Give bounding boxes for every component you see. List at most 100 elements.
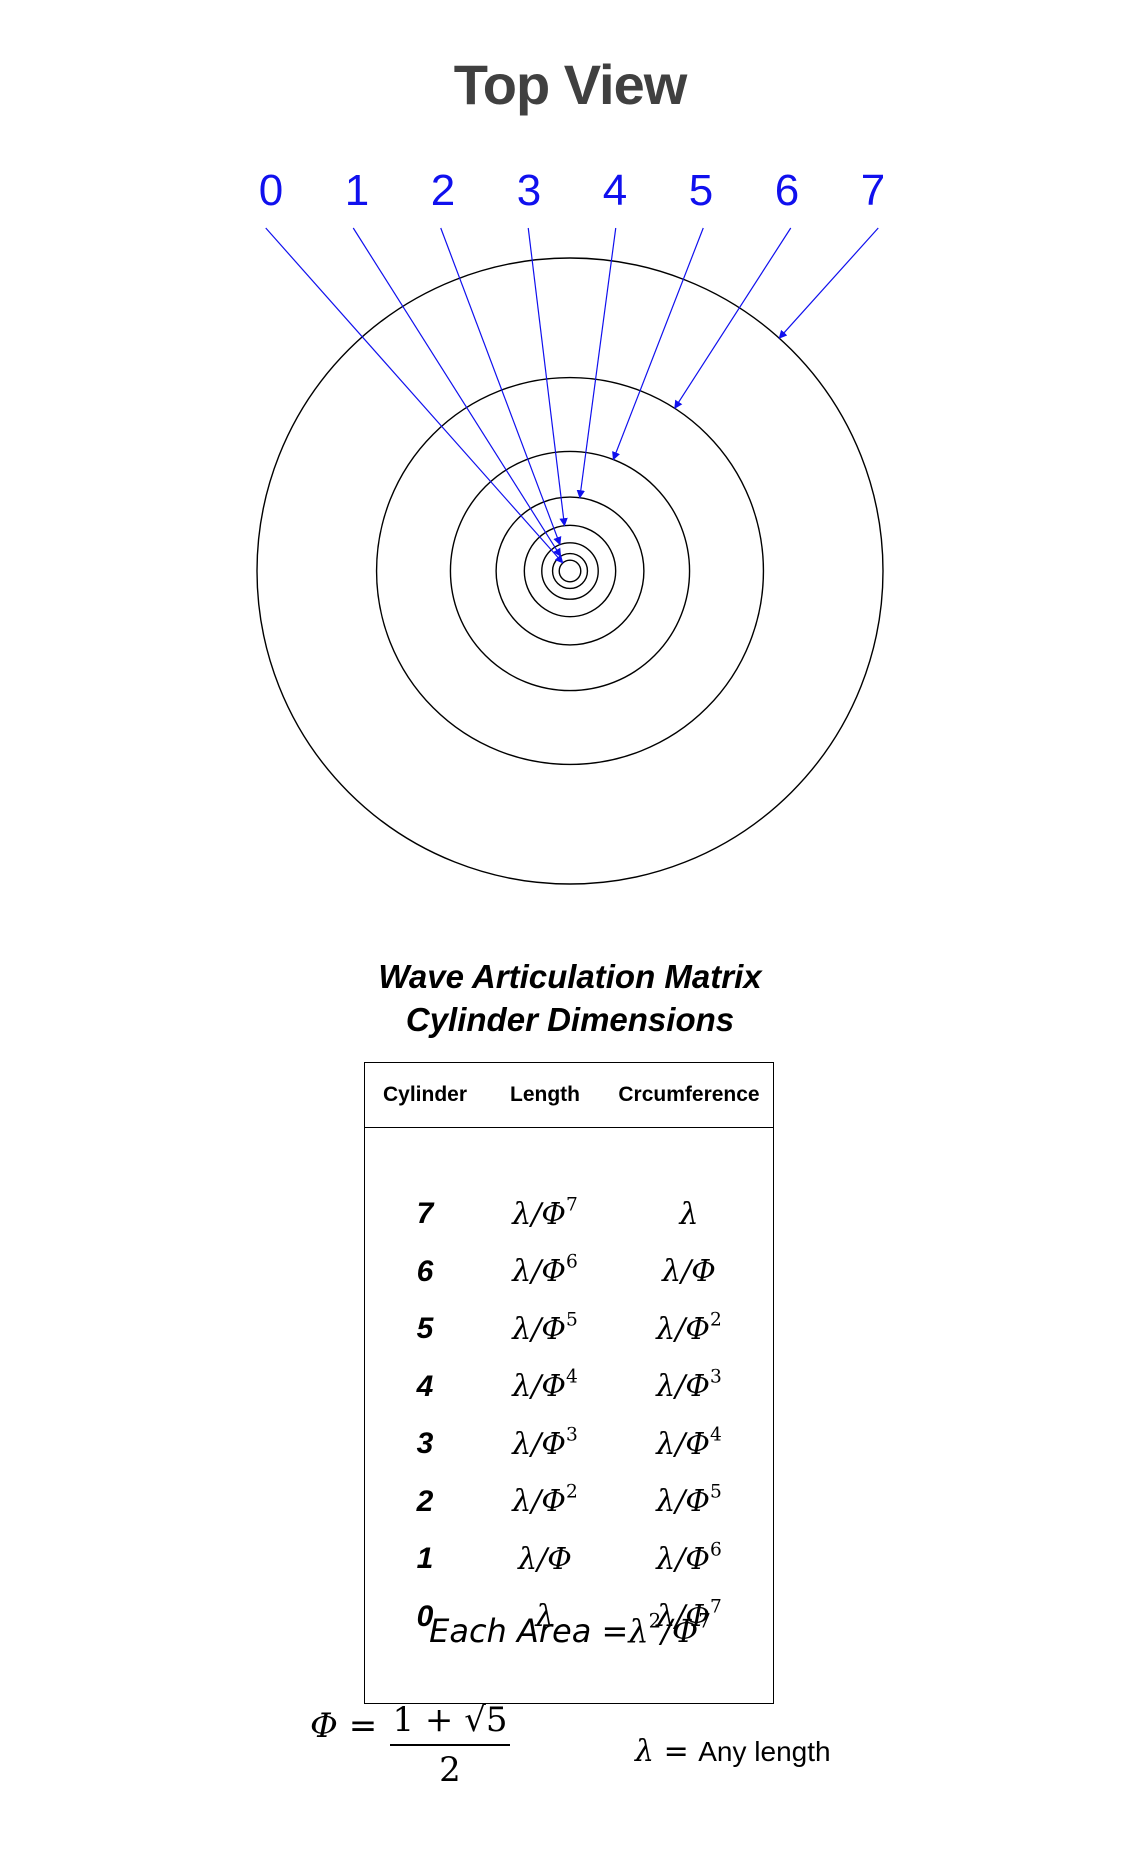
callout-label: 7 [861,166,885,215]
cylinder-number: 5 [416,1312,434,1346]
circ-base: λ/Φ [656,1484,710,1520]
area-lambda-exponent: 2 [648,1609,662,1633]
length-base: λ/Φ [512,1196,566,1232]
lambda-description: Any length [698,1736,831,1767]
lambda-equals: = [663,1734,689,1769]
callout-label: 3 [517,166,541,215]
cylinder-number: 2 [416,1484,434,1518]
header-cylinder: Cylinder [364,1062,485,1128]
callout-arrow [527,227,568,527]
callout-label: 6 [775,166,799,215]
length-cell: λ/Φ3 [485,1416,605,1474]
header-length: Length [485,1062,605,1128]
length-exponent: 3 [565,1424,578,1446]
phi-definition: Φ = [310,1706,377,1746]
length-base: λ/Φ [512,1311,566,1347]
callout-arrow [778,227,879,339]
area-phi-exponent: 7 [698,1609,711,1633]
cylinder-number: 0 [416,1599,434,1633]
cylinder-number: 1 [416,1542,434,1576]
callout-arrow [265,227,564,564]
concentric-circles [256,257,884,885]
area-slash-phi: /Φ [661,1612,699,1650]
circ-base: λ/Φ [656,1541,710,1577]
circumference-cell: λ/Φ2 [605,1301,774,1359]
circ-base: λ/Φ [656,1599,710,1635]
circ-exponent: 4 [709,1424,722,1446]
callout-arrow [352,227,562,558]
cylinder-number: 6 [416,1254,434,1288]
cylinder-number: 4 [416,1369,434,1403]
phi-equals: = [348,1706,378,1746]
callout-label: 2 [431,166,455,215]
circ-exponent: 5 [709,1481,722,1503]
length-cell: λ/Φ4 [485,1358,605,1416]
circumference-cell: λ/Φ4 [605,1416,774,1474]
length-exponent: 4 [565,1366,578,1388]
phi-denominator: 2 [439,1750,461,1790]
length-exponent: 2 [565,1481,578,1503]
length-base: λ/Φ [512,1254,566,1290]
diagram-title: Top View [453,53,688,116]
length-base: λ/Φ [512,1369,566,1405]
circ-base: λ [679,1196,699,1232]
length-base: λ/Φ [512,1426,566,1462]
circumference-cell: λ [605,1186,774,1244]
circ-base: λ/Φ [656,1369,710,1405]
matrix-title-line-2: Cylinder Dimensions [405,1001,735,1038]
callout-label: 5 [689,166,713,215]
length-cell: λ/Φ [485,1531,605,1589]
cylinder-number: 7 [416,1197,434,1231]
length-cell: λ [485,1588,605,1646]
circumference-cell: λ/Φ3 [605,1358,774,1416]
length-base: λ/Φ [518,1541,572,1577]
table-row: 0 λ λ/Φ7 [365,1588,774,1646]
circ-exponent: 7 [709,1596,722,1618]
cylinder-circle [375,376,765,766]
lambda-definition: λ = Any length [635,1734,831,1769]
circumference-cell: λ/Φ7 [605,1588,774,1646]
area-lambda: λ [628,1612,649,1650]
length-cell: λ/Φ2 [485,1473,605,1531]
cylinder-circle [523,524,617,618]
area-label: Each Area [429,1612,592,1650]
callout-arrow [440,227,562,546]
area-equals: = [601,1612,629,1650]
length-cell: λ/Φ5 [485,1301,605,1359]
circumference-cell: λ/Φ6 [605,1531,774,1589]
cylinder-circle [558,559,582,583]
length-base: λ/Φ [512,1484,566,1520]
cylinder-circle [541,542,599,600]
callout-label: 4 [603,166,627,215]
callout-label: 0 [259,166,283,215]
cylinder-circle [551,552,589,590]
matrix-title-line-1: Wave Articulation Matrix [378,958,762,995]
circ-base: λ/Φ [656,1426,710,1462]
header-circumference: Crcumference [605,1062,774,1128]
callout-arrow [612,227,704,461]
lambda-symbol: λ [635,1734,655,1769]
circumference-cell: λ/Φ5 [605,1473,774,1531]
cylinder-number: 3 [416,1427,434,1461]
phi-symbol: Φ [310,1706,338,1746]
callout-lines [265,227,879,564]
length-cell: λ/Φ7 [485,1186,605,1244]
cylinder-circle [256,257,884,885]
circ-base: λ/Φ [656,1311,710,1347]
circ-base: λ/Φ [662,1254,716,1290]
length-base: λ [535,1599,555,1635]
length-exponent: 7 [565,1194,578,1216]
phi-numerator: 1 + √5 [390,1700,510,1746]
area-formula: Each Area =λ2/Φ7 [0,1609,1140,1650]
circ-exponent: 3 [709,1366,722,1388]
